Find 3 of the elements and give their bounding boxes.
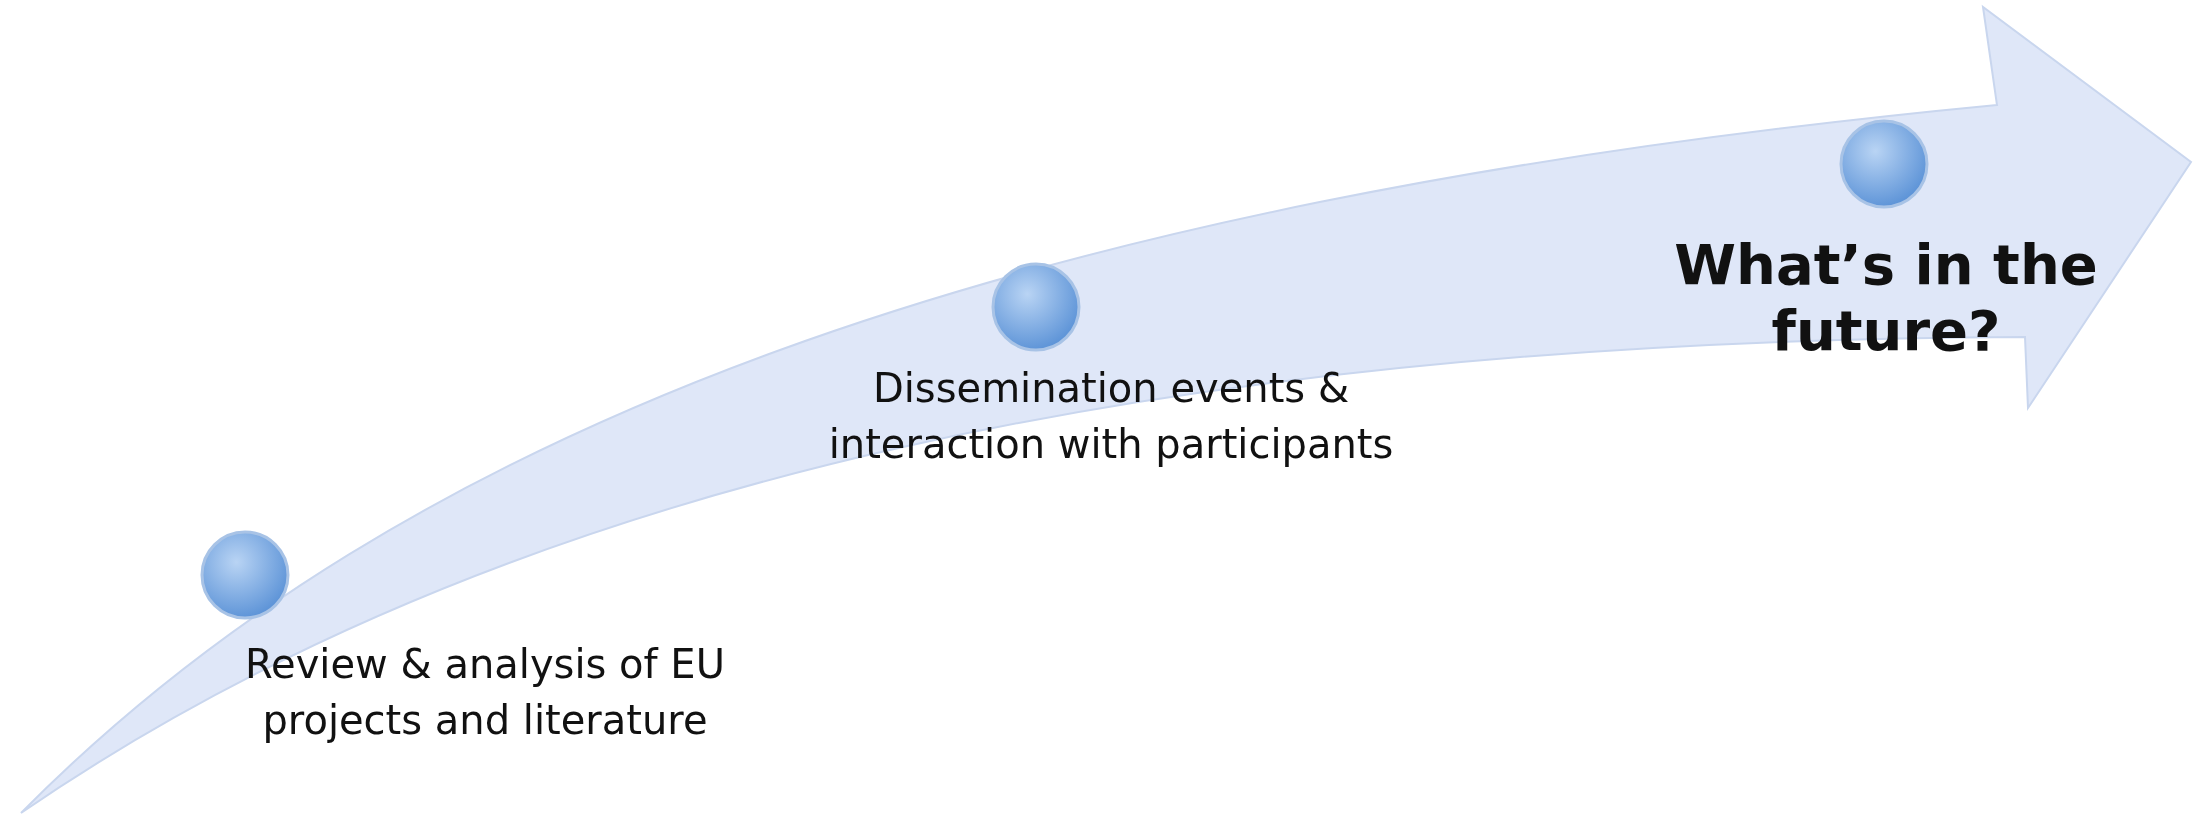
milestone-label: Dissemination events & interaction with participants bbox=[827, 364, 1395, 469]
milestone-label: Review & analysis of EU projects and literature bbox=[244, 640, 726, 745]
milestone-label: What’s in the future? bbox=[1673, 232, 2099, 364]
